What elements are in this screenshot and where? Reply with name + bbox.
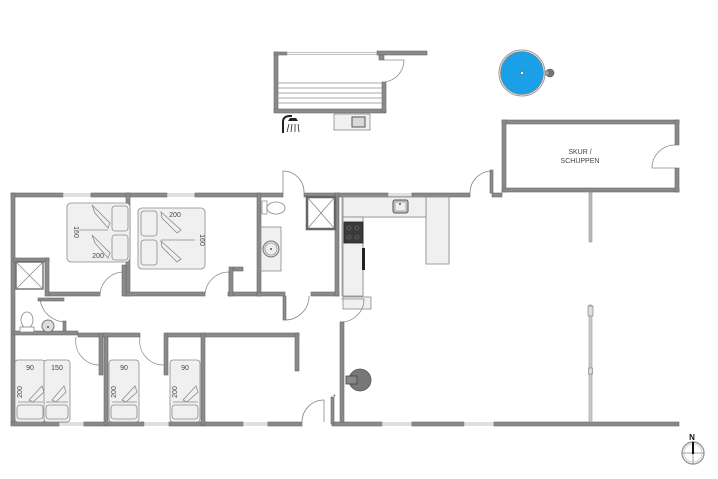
bed-90-icon: 90 200 bbox=[14, 359, 46, 423]
bedrooms-bottom: 90 200 150 90 200 90 200 bbox=[14, 332, 300, 426]
north-compass-icon: N bbox=[681, 433, 705, 465]
hall-partitions bbox=[333, 298, 365, 423]
kitchen bbox=[341, 196, 450, 310]
toilet-icon bbox=[19, 311, 35, 333]
double-bed-2-icon: 200 160 bbox=[137, 207, 206, 270]
svg-text:200: 200 bbox=[169, 212, 181, 219]
bed-150-icon: 150 bbox=[43, 359, 71, 423]
svg-text:N: N bbox=[689, 433, 695, 442]
sauna-annex bbox=[273, 50, 428, 133]
sink-icon bbox=[262, 240, 280, 258]
svg-text:200: 200 bbox=[92, 253, 104, 260]
svg-text:90: 90 bbox=[181, 365, 189, 372]
bed-90-icon: 90 200 bbox=[169, 359, 201, 423]
svg-text:200: 200 bbox=[172, 386, 179, 398]
shed-label: SKUR / bbox=[568, 149, 591, 156]
svg-text:200: 200 bbox=[111, 386, 118, 398]
svg-text:160: 160 bbox=[198, 234, 205, 246]
stove-icon bbox=[343, 221, 364, 244]
double-bed-1-icon: 160 200 bbox=[66, 202, 131, 263]
svg-text:150: 150 bbox=[51, 365, 63, 372]
wood-stove-icon bbox=[345, 368, 372, 392]
bathroom-left bbox=[12, 257, 79, 336]
shed-label-2: SCHUPPEN bbox=[561, 158, 600, 165]
svg-text:160: 160 bbox=[72, 226, 79, 238]
dishwasher-handle bbox=[362, 248, 365, 270]
bedrooms-top: 160 200 200 160 bbox=[46, 192, 259, 297]
kitchen-sink-icon bbox=[392, 199, 409, 214]
shower-head-icon bbox=[282, 115, 300, 133]
shed: SKUR / SCHUPPEN bbox=[501, 119, 680, 193]
svg-text:90: 90 bbox=[26, 365, 34, 372]
bed-90-icon: 90 200 bbox=[108, 359, 140, 423]
svg-text:200: 200 bbox=[17, 386, 24, 398]
toilet-icon bbox=[261, 200, 286, 215]
svg-text:90: 90 bbox=[120, 365, 128, 372]
sink-icon bbox=[41, 319, 55, 333]
bathroom-center bbox=[256, 192, 340, 321]
hot-tub-icon bbox=[498, 49, 555, 97]
